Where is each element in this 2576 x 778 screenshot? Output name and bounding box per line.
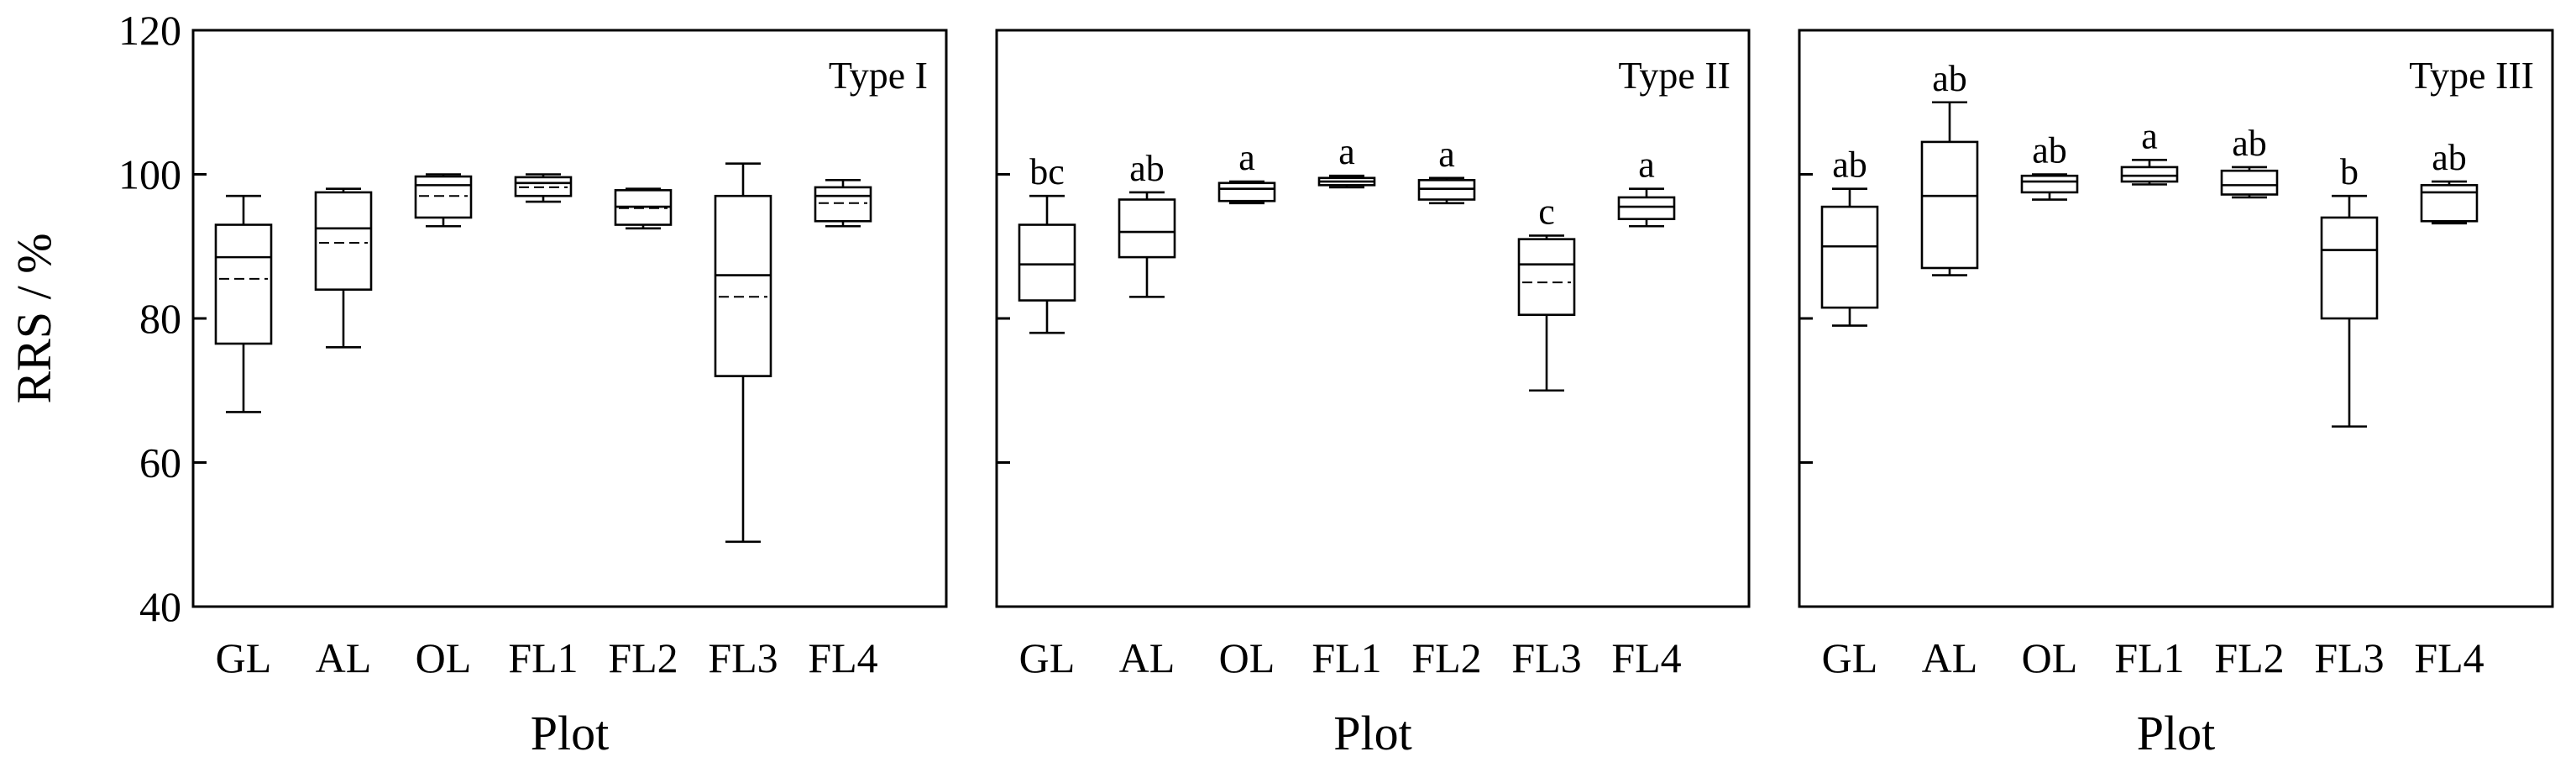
panel-label: Type II <box>1619 54 1730 97</box>
box-FL1: a <box>2120 115 2179 186</box>
significance-letter: a <box>1638 145 1655 186</box>
iqr-box <box>1217 181 1276 202</box>
category-label: OL <box>416 634 472 681</box>
category-label: AL <box>1119 634 1175 681</box>
significance-letter: ab <box>1932 58 1967 99</box>
iqr-box <box>314 191 373 291</box>
significance-letter: a <box>1338 131 1355 172</box>
significance-letter: ab <box>1129 148 1165 189</box>
panel-label: Type III <box>2409 54 2534 97</box>
category-label: AL <box>316 634 372 681</box>
y-tick-label: 40 <box>139 583 181 630</box>
box-FL4: a <box>1617 145 1676 228</box>
y-axis-title: RRS / % <box>7 233 61 403</box>
category-label: FL3 <box>708 634 778 681</box>
box-FL1 <box>514 173 573 203</box>
category-label: AL <box>1922 634 1978 681</box>
category-label: FL1 <box>1312 634 1381 681</box>
x-axis-title: Plot <box>531 706 610 760</box>
category-label: FL1 <box>508 634 578 681</box>
iqr-box <box>1920 140 1979 270</box>
category-label: FL3 <box>1511 634 1581 681</box>
iqr-box <box>2420 184 2479 223</box>
category-label: FL1 <box>2114 634 2184 681</box>
box-FL4 <box>814 179 872 228</box>
x-axis-title: Plot <box>2137 706 2216 760</box>
significance-letter: a <box>1238 137 1255 178</box>
box-FL4: ab <box>2420 137 2479 225</box>
iqr-box <box>714 194 772 377</box>
box-AL: ab <box>1920 58 1979 276</box>
box-FL2: ab <box>2220 123 2279 199</box>
box-FL3: b <box>2320 151 2379 428</box>
significance-letter: a <box>1438 134 1455 175</box>
iqr-box <box>414 175 473 219</box>
box-GL: ab <box>1820 145 1879 327</box>
y-tick-label: 60 <box>139 439 181 486</box>
iqr-box <box>2320 216 2379 320</box>
plot-frame <box>995 29 1751 608</box>
box-GL: bc <box>1018 151 1076 334</box>
y-tick-label: 80 <box>139 295 181 342</box>
iqr-box <box>2020 174 2079 194</box>
significance-letter: b <box>2340 151 2359 192</box>
iqr-box <box>1617 196 1676 220</box>
iqr-box <box>2120 166 2179 183</box>
significance-letter: bc <box>1029 151 1065 192</box>
category-label: GL <box>216 634 272 681</box>
significance-letter: ab <box>2032 130 2067 171</box>
box-GL <box>214 194 273 413</box>
y-tick-label: 120 <box>118 7 181 54</box>
plot-frame <box>191 29 948 608</box>
category-label: GL <box>1019 634 1076 681</box>
category-label: FL4 <box>2414 634 2484 681</box>
box-OL: ab <box>2020 130 2079 201</box>
iqr-box <box>1820 205 1879 309</box>
iqr-box <box>1517 238 1576 317</box>
category-label: FL2 <box>1411 634 1481 681</box>
plot-frame <box>1798 29 2554 608</box>
iqr-box <box>214 223 273 345</box>
category-label: FL3 <box>2314 634 2384 681</box>
box-OL: a <box>1217 137 1276 205</box>
category-label: FL4 <box>808 634 877 681</box>
significance-letter: ab <box>2432 137 2467 178</box>
category-label: OL <box>2022 634 2078 681</box>
box-FL3: c <box>1517 191 1576 392</box>
significance-letter: ab <box>2232 123 2267 164</box>
box-OL <box>414 173 473 228</box>
category-label: FL2 <box>2214 634 2284 681</box>
y-tick-label: 100 <box>118 151 181 198</box>
significance-letter: a <box>2141 115 2158 156</box>
panel-label: Type I <box>829 54 928 97</box>
category-label: FL4 <box>1611 634 1681 681</box>
x-axis-title: Plot <box>1333 706 1412 760</box>
box-FL1: a <box>1317 131 1376 189</box>
box-AL <box>314 187 373 349</box>
category-label: FL2 <box>608 634 678 681</box>
category-label: GL <box>1822 634 1878 681</box>
box-AL: ab <box>1118 148 1176 298</box>
box-FL3 <box>714 162 772 544</box>
iqr-box <box>1018 223 1076 302</box>
significance-letter: c <box>1538 191 1555 232</box>
box-FL2 <box>614 187 673 230</box>
iqr-box <box>2220 169 2279 196</box>
iqr-box <box>814 186 872 223</box>
category-label: OL <box>1219 634 1275 681</box>
iqr-box <box>1118 198 1176 259</box>
significance-letter: ab <box>1832 145 1867 186</box>
box-FL2: a <box>1417 134 1476 205</box>
